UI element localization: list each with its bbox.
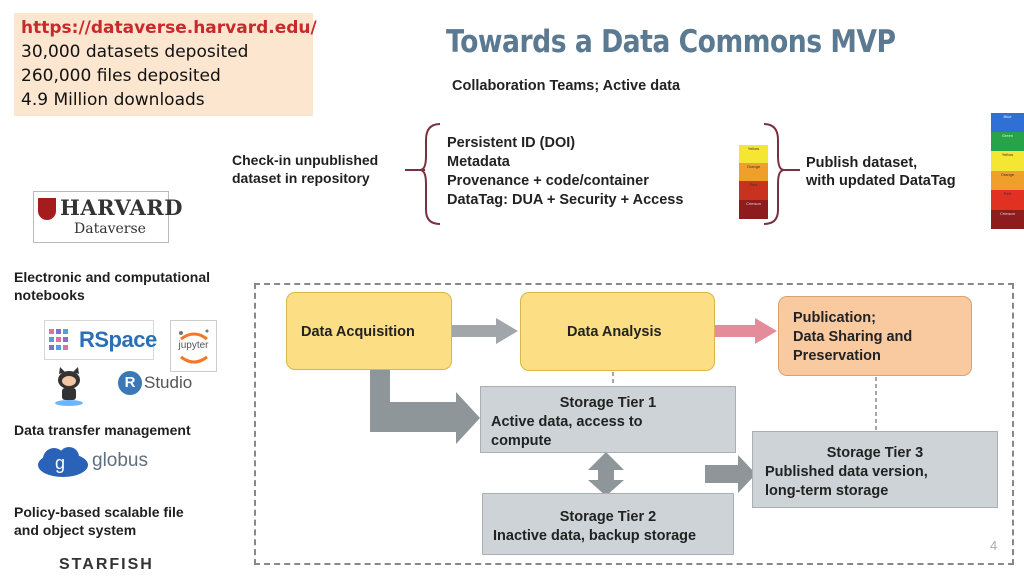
transfer-label: Data transfer management — [14, 422, 191, 438]
globus-logo: g globus — [36, 441, 156, 481]
stats-box: https://dataverse.harvard.edu/ 30,000 da… — [14, 13, 317, 116]
notebooks-line-2: notebooks — [14, 287, 85, 303]
publication-line-3: Preservation — [793, 348, 881, 364]
tier3-line-2: long-term storage — [765, 483, 889, 499]
tier1-line-1: Active data, access to — [491, 414, 643, 430]
tier3-line-1: Published data version, — [765, 464, 928, 480]
checkin-line-1: Check-in unpublished — [232, 152, 379, 168]
attr-datatag: DataTag: DUA + Security + Access — [447, 192, 684, 208]
arrow-to-tier3 — [705, 455, 756, 493]
tag-crimson: Crimson — [739, 200, 768, 219]
stat-datasets: 30,000 datasets deposited — [21, 42, 249, 62]
left-brace — [419, 123, 441, 225]
arrow-acq-to-tier1 — [370, 370, 480, 444]
datatag-stack-small: Yellow Orange Red Crimson — [739, 145, 768, 219]
notebooks-label: Electronic and computational notebooks — [14, 268, 210, 304]
tag-red: Red — [739, 181, 768, 200]
node-storage-tier-3: Storage Tier 3 Published data version, l… — [752, 431, 998, 508]
attr-doi: Persistent ID (DOI) — [447, 135, 576, 151]
rstudio-r-icon: R — [118, 371, 142, 395]
tier1-title: Storage Tier 1 — [559, 395, 657, 411]
publish-label: Publish dataset, with updated DataTag — [806, 154, 956, 190]
publish-line-2: with updated DataTag — [806, 173, 956, 189]
jupyter-logo-text: jupyter — [178, 340, 209, 351]
harvard-shield-icon — [38, 198, 56, 220]
globus-g-letter: g — [55, 453, 65, 473]
dataset-attributes: Persistent ID (DOI) Metadata Provenance … — [447, 134, 683, 210]
rspace-logo: RSpace — [44, 320, 157, 360]
slide-title: Towards a Data Commons MVP — [446, 24, 896, 60]
checkin-label: Check-in unpublished dataset in reposito… — [232, 151, 378, 187]
node-data-acquisition: Data Acquisition — [286, 292, 452, 370]
harvard-dataverse-logo: HARVARD Dataverse — [33, 191, 182, 243]
publish-line-1: Publish dataset, — [806, 155, 918, 171]
tier3-title: Storage Tier 3 — [826, 445, 924, 461]
arrow-acq-to-analysis — [452, 318, 518, 344]
node-publication: Publication; Data Sharing and Preservati… — [778, 296, 972, 376]
publication-line-1: Publication; — [793, 310, 876, 326]
tag-orange-full: Orange — [991, 171, 1024, 190]
starfish-logo: STARFISH — [59, 556, 154, 573]
tag-blue: Blue — [991, 113, 1024, 132]
tier2-title: Storage Tier 2 — [559, 509, 657, 525]
globus-logo-text: globus — [92, 450, 148, 471]
tag-yellow: Yellow — [739, 145, 768, 163]
arrow-analysis-to-publication — [715, 318, 777, 344]
slide-subtitle: Collaboration Teams; Active data — [452, 78, 681, 94]
datatag-stack-full: Blue Green Yellow Orange Red Crimson — [991, 113, 1024, 229]
jupyter-logo: jupyter — [170, 320, 217, 372]
attr-metadata: Metadata — [447, 154, 510, 170]
tag-orange: Orange — [739, 163, 768, 181]
rstudio-logo-text: Studio — [144, 373, 193, 392]
attr-provenance: Provenance + code/container — [447, 173, 649, 189]
checkin-line-2: dataset in repository — [232, 170, 370, 186]
tier1-line-2: compute — [491, 433, 552, 449]
globus-cloud-icon: g — [38, 447, 88, 477]
notebooks-line-1: Electronic and computational — [14, 269, 211, 285]
rspace-grid-icon — [49, 329, 68, 350]
arrow-tier1-tier2 — [588, 452, 624, 496]
jupyter-orbit-icon — [179, 329, 209, 364]
stat-downloads: 4.9 Million downloads — [21, 90, 205, 110]
harvard-logo-sub: Dataverse — [74, 221, 146, 237]
workflow-container — [254, 283, 1014, 565]
github-octocat-icon — [55, 367, 83, 406]
page-number: 4 — [990, 538, 998, 553]
tag-green: Green — [991, 132, 1024, 151]
rspace-logo-text: RSpace — [79, 327, 157, 352]
stat-files: 260,000 files deposited — [21, 66, 221, 86]
tag-yellow-full: Yellow — [991, 151, 1024, 171]
tier2-line-1: Inactive data, backup storage — [493, 528, 697, 544]
dataverse-link[interactable]: https://dataverse.harvard.edu/ — [21, 18, 317, 38]
node-storage-tier-2: Storage Tier 2 Inactive data, backup sto… — [482, 493, 734, 555]
storage-line-1: Policy-based scalable file — [14, 504, 184, 520]
node-data-analysis: Data Analysis — [520, 292, 715, 371]
tag-red-full: Red — [991, 190, 1024, 210]
storage-system-label: Policy-based scalable file and object sy… — [14, 503, 184, 539]
node-storage-tier-1: Storage Tier 1 Active data, access to co… — [480, 386, 736, 453]
storage-line-2: and object system — [14, 522, 137, 538]
publication-line-2: Data Sharing and — [793, 329, 913, 345]
harvard-logo-name: HARVARD — [60, 195, 183, 220]
tag-crimson-full: Crimson — [991, 210, 1024, 229]
